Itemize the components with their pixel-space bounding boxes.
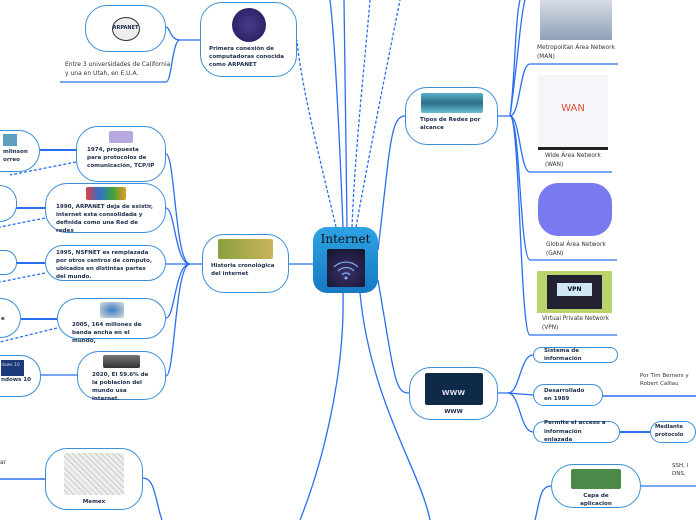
node-label: 2005, 164 millones de banda ancha en el … [72, 322, 142, 345]
node-label: Primera conexión de computadoras conocid… [209, 46, 285, 69]
arpanet-logo-icon: ARPANET [111, 16, 140, 41]
node-label: Mediante protocolo [655, 424, 684, 438]
node-label: mlinson [3, 149, 28, 155]
node-label: Sistema de información [544, 347, 582, 362]
timeline-item-2005[interactable]: 2005, 164 millones de banda ancha en el … [57, 298, 166, 344]
node-www[interactable]: WWW WWW [409, 367, 498, 420]
node-label: 1995, NSFNET es remplazada por otros cen… [56, 250, 152, 281]
node-label: 1974, propuesta para protocolos de comun… [87, 147, 155, 170]
node-tomlinson-partial[interactable]: mlinson orreo [0, 130, 40, 172]
network-gan-label: Global Área Network (GAN) [546, 242, 606, 257]
timeline-item-1990[interactable]: 1990, ARPANET deja de existir, internet … [45, 183, 166, 235]
node-windows10[interactable]: dows 10 ndows 10 [0, 355, 41, 397]
wan-image: WAN [538, 75, 608, 150]
node-label: ndows 10 [1, 377, 32, 383]
email-image [3, 134, 17, 146]
node-label: Memex [82, 499, 106, 505]
network-wan-label: Wide Área Network (WAN) [545, 153, 601, 168]
www-image: WWW [424, 373, 483, 405]
memex-image [64, 453, 124, 495]
www-item-desarrollado[interactable]: Desarrollado en 1989 [533, 384, 603, 406]
node-capa-aplicacion[interactable]: Capa de aplicacion [551, 464, 641, 508]
vpn-lock-icon: VPN [557, 283, 592, 296]
man-image [540, 0, 612, 40]
atom-icon [231, 8, 266, 42]
vpn-image: VPN [537, 271, 612, 313]
timeline-item-1974[interactable]: 1974, propuesta para protocolos de comun… [76, 126, 166, 182]
tcpip-image [109, 131, 133, 143]
arpanet-note: Entre 3 universidades de California y un… [65, 61, 171, 77]
globe-image [99, 302, 124, 318]
network-cables-image [420, 93, 483, 113]
central-topic-internet[interactable]: Internet [313, 227, 378, 293]
www-item-mediante[interactable]: Mediante protocolo [650, 421, 696, 443]
www-item-sistema[interactable]: Sistema de información [533, 347, 618, 363]
node-tipos-redes[interactable]: Tipos de Redes por alcance [405, 87, 498, 145]
node-label: 1990, ARPANET deja de existir, internet … [56, 204, 153, 235]
wifi-icon [326, 249, 365, 287]
app-layer-image [571, 469, 621, 489]
node-label: Tipos de Redes por alcance [420, 117, 481, 132]
central-title: Internet [320, 232, 371, 246]
gan-world-map-image [538, 183, 612, 236]
node-label: 2020, El 59.6% de la población del mundo… [92, 372, 149, 403]
network-vpn-label: Virtual Private Network (VPN) [542, 316, 610, 331]
browsers-image [85, 187, 126, 200]
node-memex[interactable]: Memex [45, 448, 143, 510]
node-label: orreo [3, 157, 20, 164]
node-arpanet-logo[interactable]: ARPANET [85, 5, 166, 52]
timeline-item-2020[interactable]: 2020, El 59.6% de la población del mundo… [77, 351, 166, 403]
node-label: Historia cronológica del internet [211, 263, 275, 278]
www-note-berners: Por Tim Berners y Robert Calliau [640, 373, 689, 388]
node-label: Permite el acceso a información enlazada [544, 420, 606, 444]
timeline-item-1995[interactable]: 1995, NSFNET es remplazada por otros cen… [45, 245, 166, 281]
node-primera-conexion[interactable]: Primera conexión de computadoras conocid… [200, 2, 297, 77]
www-item-permite[interactable]: Permite el acceso a información enlazada [533, 420, 620, 444]
app-layer-note: SSH, I DNS, [672, 463, 689, 478]
node-label: e [1, 316, 5, 322]
phone-image [103, 355, 140, 368]
network-man-label: Metropolitan Área Network (MAN) [537, 45, 615, 60]
node-label: WWW [444, 409, 463, 415]
node-label: Desarrollado en 1989 [544, 387, 585, 402]
memex-note-partial: ar [0, 459, 7, 466]
chart-image [218, 239, 273, 259]
node-historia[interactable]: Historia cronológica del internet [202, 234, 289, 293]
node-label: Capa de aplicacion [580, 493, 612, 508]
windows10-image: dows 10 [1, 360, 24, 376]
